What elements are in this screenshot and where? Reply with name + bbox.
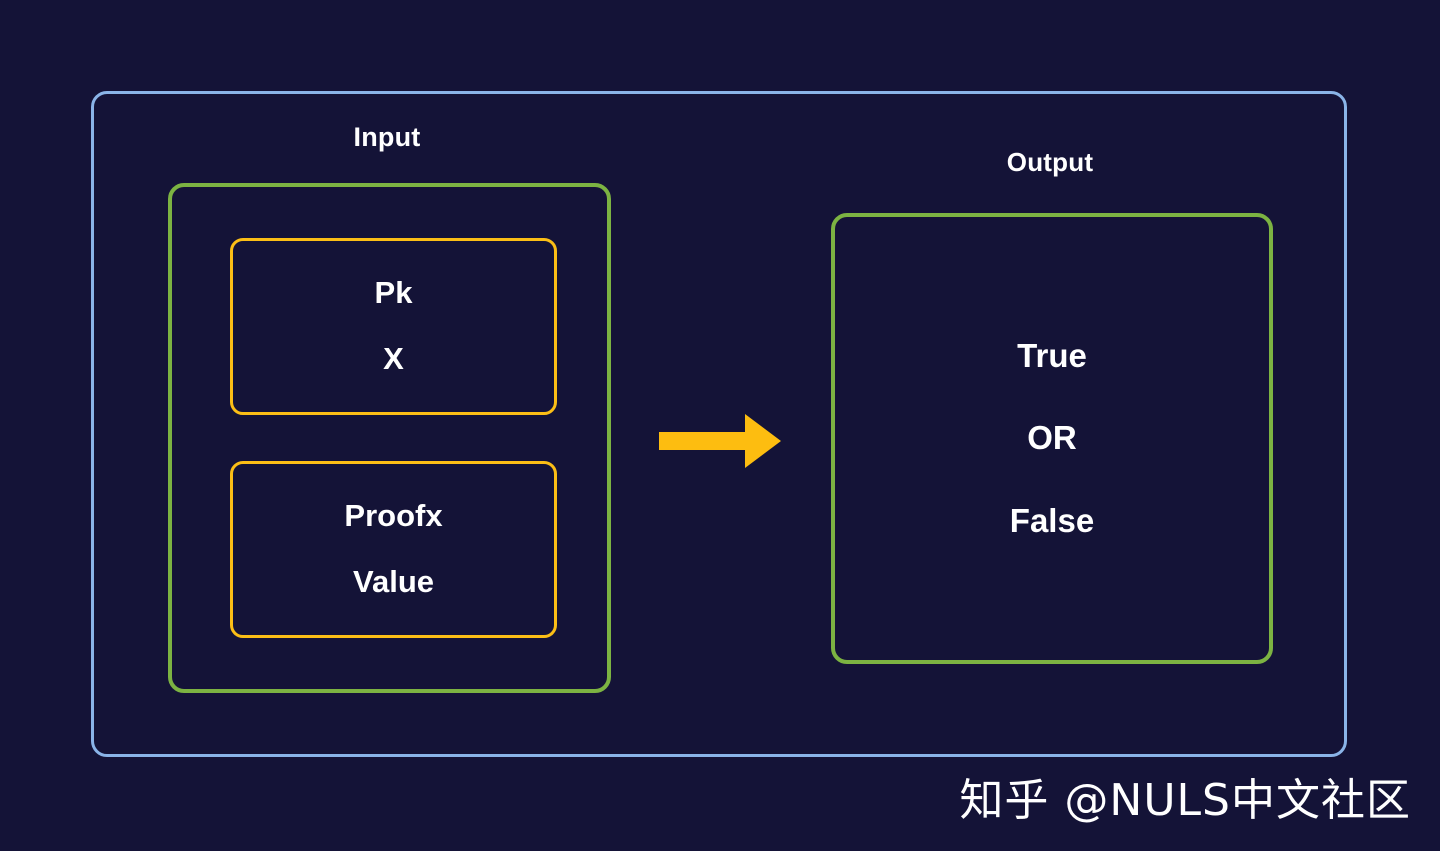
outer-container-frame [91,91,1347,757]
input-item-box-pk-x: Pk X [230,238,557,415]
output-line-true: True [1017,336,1087,374]
input-item-line: Pk [374,275,413,311]
input-item-line: Proofx [344,498,443,534]
watermark-text: 知乎 @NULS中文社区 [959,775,1411,826]
input-item-line: Value [353,564,434,599]
input-item-line: X [383,341,404,376]
input-group-box: Pk X Proofx Value [168,183,611,693]
arrow-right-icon [657,412,783,470]
input-item-box-proofx-value: Proofx Value [230,461,557,638]
output-section-label: Output [1006,147,1094,177]
output-line-false: False [1009,501,1095,539]
input-section-label: Input [353,122,421,152]
output-group-box: True OR False [831,213,1273,664]
output-line-or: OR [1027,419,1077,457]
